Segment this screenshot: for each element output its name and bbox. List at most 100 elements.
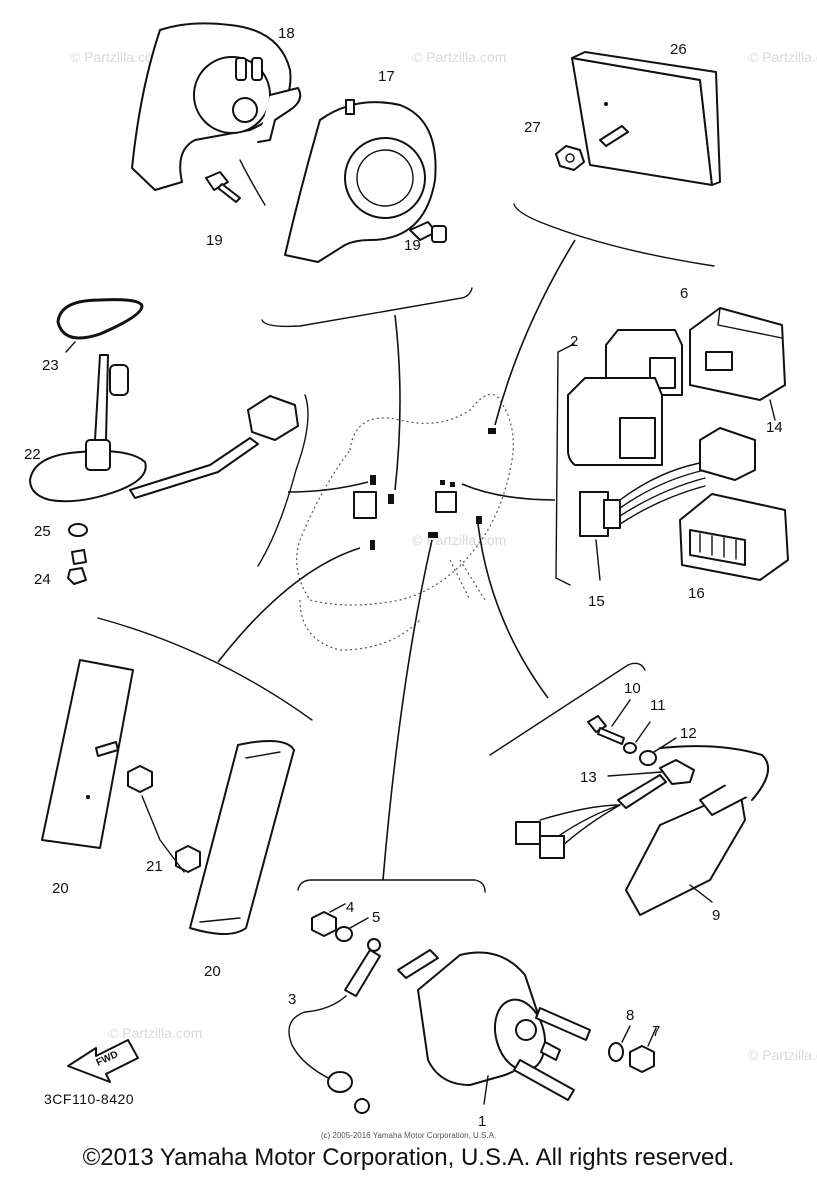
nut-24-pin <box>71 549 87 565</box>
connector-15[interactable] <box>579 427 756 581</box>
marker-ignitor <box>476 516 482 524</box>
unit-14-leader <box>769 399 776 421</box>
washer-5-body <box>335 926 353 942</box>
horn-17[interactable] <box>284 99 437 263</box>
bracket-13[interactable] <box>607 759 695 785</box>
sender-22-cable <box>129 437 259 499</box>
side-reflector-bracket <box>97 617 313 721</box>
bolt-19a-head <box>205 171 229 191</box>
callout-1: 1 <box>478 1113 486 1130</box>
bolt-10[interactable] <box>587 699 631 745</box>
callout-26: 26 <box>670 41 687 58</box>
washer-8[interactable] <box>608 1025 631 1062</box>
washer-5[interactable] <box>335 917 369 942</box>
starter-relay-1-cap <box>515 1019 537 1041</box>
ignitor-group-bracket <box>489 662 646 756</box>
leader-starter-relay <box>382 539 433 881</box>
sender-22-flange <box>29 450 147 503</box>
washer-12-leader <box>653 737 677 753</box>
callout-11: 11 <box>650 697 666 714</box>
connector-16[interactable] <box>679 493 789 581</box>
washer-25[interactable] <box>68 523 88 537</box>
small-copyright: (c) 2005-2016 Yamaha Motor Corporation, … <box>320 1131 497 1140</box>
washer-11-body <box>623 742 637 754</box>
watermark-1: © Partzilla.com <box>70 49 164 65</box>
horn-18-center <box>232 97 258 123</box>
callout-12: 12 <box>680 725 697 742</box>
reflector-20b-edges <box>199 751 281 923</box>
ignitor-9-wire-sleeve <box>617 774 667 809</box>
connector-16-pins <box>699 533 737 560</box>
unit-14-socket <box>705 351 733 371</box>
leader-ignitor <box>477 523 549 699</box>
ignitor-9[interactable] <box>515 745 770 916</box>
nut-27[interactable] <box>555 145 585 171</box>
sender-22-arm <box>94 354 109 441</box>
callout-2: 2 <box>570 333 578 350</box>
nuts-21-leader <box>141 795 185 873</box>
callout-23: 23 <box>42 357 59 374</box>
bolt-19b[interactable] <box>409 221 447 243</box>
marker-relay-a <box>440 480 445 485</box>
side-reflector-20b[interactable] <box>189 740 295 935</box>
watermark-3: © Partzilla.com <box>748 49 817 65</box>
callouts: 18 17 19 19 26 27 6 2 14 15 16 23 22 25 … <box>24 25 783 1130</box>
unit-14-top-edge <box>717 307 783 339</box>
horn-18[interactable] <box>131 22 302 206</box>
callout-9: 9 <box>712 907 720 924</box>
lead-3-ring-bottom <box>354 1098 370 1114</box>
washer-12[interactable] <box>639 737 677 766</box>
ignitor-9-plug-a <box>515 821 541 845</box>
lead-3[interactable] <box>288 938 381 1114</box>
leader-fuel-sender <box>287 481 369 493</box>
unit-14-body <box>689 307 786 401</box>
connector-15-leader <box>595 539 601 581</box>
gasket-23-leader <box>65 341 76 353</box>
harness-15-plug <box>699 427 756 481</box>
nut-24[interactable] <box>67 549 87 585</box>
callout-8: 8 <box>626 1007 634 1024</box>
washer-11[interactable] <box>623 721 651 754</box>
nut-7-leader <box>647 1027 657 1047</box>
callout-17: 17 <box>378 68 395 85</box>
horn-18-terminal-a <box>235 57 247 81</box>
callout-24: 24 <box>34 571 51 588</box>
unit-14[interactable] <box>689 307 786 421</box>
callout-4: 4 <box>346 899 354 916</box>
horn-18-terminal-b <box>251 57 263 81</box>
fwd-arrow-shape <box>67 1039 139 1083</box>
sender-22-float <box>109 364 129 396</box>
side-reflector-20a[interactable] <box>41 659 134 849</box>
reflector-26-stud <box>599 125 629 147</box>
leader-relays <box>461 483 556 501</box>
fuel-sender-22[interactable] <box>29 354 299 503</box>
harness-15-wires <box>619 461 706 525</box>
bolt-19b-head <box>431 225 447 243</box>
sender-22-connector <box>247 395 299 441</box>
callout-18: 18 <box>278 25 295 42</box>
nut-27-hole <box>565 153 575 163</box>
nut-4[interactable] <box>311 903 346 937</box>
relay-2[interactable] <box>567 377 663 466</box>
callout-25: 25 <box>34 523 51 540</box>
gasket-23[interactable] <box>56 298 144 353</box>
callout-20-a: 20 <box>52 880 69 897</box>
nuts-21[interactable] <box>127 765 201 873</box>
callout-22: 22 <box>24 446 41 463</box>
callout-13: 13 <box>580 769 597 786</box>
washer-11-leader <box>635 721 651 743</box>
bolt-19a[interactable] <box>205 171 241 203</box>
reflector-26-edge <box>571 51 721 186</box>
marker-fuel <box>370 475 376 485</box>
callout-7: 7 <box>652 1023 660 1040</box>
starter-relay-1[interactable] <box>397 949 591 1105</box>
rear-reflector-26[interactable] <box>571 51 721 186</box>
bolt-10-leader <box>611 699 631 727</box>
leader-rear-reflector <box>494 239 576 426</box>
nut-21b <box>175 845 201 873</box>
nut-7[interactable] <box>629 1027 657 1073</box>
washer-12-body <box>639 750 657 766</box>
frame-stay <box>449 559 486 601</box>
callout-10: 10 <box>624 680 641 697</box>
